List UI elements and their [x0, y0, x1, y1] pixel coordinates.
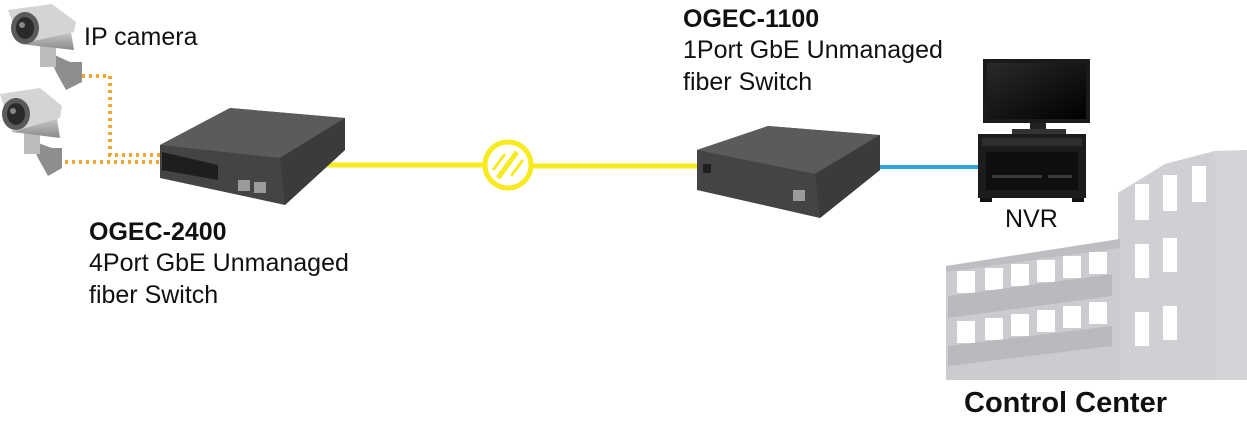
switch-b-desc-line1: 1Port GbE Unmanaged	[683, 36, 943, 64]
switch-b-label: OGEC-1100 1Port GbE Unmanaged fiber Swit…	[683, 5, 943, 98]
ip-camera-icon	[0, 88, 62, 176]
switch-a-name: OGEC-2400	[89, 218, 227, 246]
monitor-icon	[983, 59, 1090, 134]
control-center-label: Control Center	[964, 387, 1167, 419]
switch-icon	[697, 126, 880, 218]
building-icon	[946, 150, 1247, 380]
camera1-ethernet-link	[75, 74, 160, 157]
nvr-icon	[978, 134, 1086, 202]
switch-icon	[160, 108, 345, 205]
nvr-label: NVR	[1005, 205, 1058, 233]
switch-a-label: OGEC-2400 4Port GbE Unmanaged fiber Swit…	[89, 218, 349, 311]
fiber-link-icon	[482, 139, 534, 191]
switch-b-name: OGEC-1100	[683, 5, 820, 33]
ip-camera-label: IP camera	[84, 23, 198, 51]
switch-a-desc-line1: 4Port GbE Unmanaged	[89, 249, 349, 277]
switch-b-desc-line2: fiber Switch	[683, 68, 813, 96]
ip-camera-icon	[8, 4, 82, 90]
switch-a-desc-line2: fiber Switch	[89, 281, 219, 309]
